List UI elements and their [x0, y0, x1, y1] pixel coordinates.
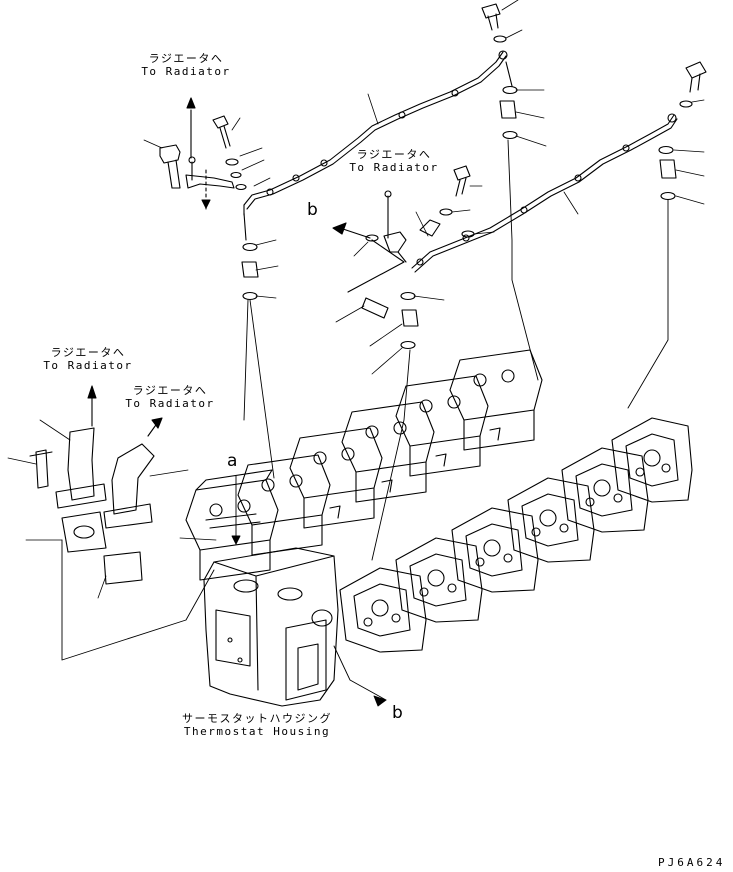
radiator-label-1-en: To Radiator	[141, 65, 231, 78]
left-small-parts	[159, 115, 259, 301]
callout-b-top: b	[307, 200, 318, 220]
radiator-label-2-en: To Radiator	[349, 161, 439, 174]
upper-right-parts-column-2	[658, 61, 707, 201]
thermostat-housing-label-ja: サーモスタットハウジング	[182, 712, 332, 725]
radiator-label-4: ラジエータへ To Radiator	[120, 384, 220, 410]
middle-bracket	[332, 165, 475, 350]
radiator-label-2: ラジエータへ To Radiator	[344, 148, 444, 174]
radiator-label-3: ラジエータへ To Radiator	[38, 346, 138, 372]
radiator-label-1: ラジエータへ To Radiator	[136, 52, 236, 78]
thermostat-housing	[203, 547, 339, 707]
grouping-lines	[61, 475, 387, 707]
radiator-label-3-en: To Radiator	[43, 359, 133, 372]
radiator-label-3-ja: ラジエータへ	[50, 346, 126, 359]
radiator-pipes-left	[29, 385, 163, 585]
radiator-label-2-ja: ラジエータへ	[356, 148, 432, 161]
upper-right-parts-column-1	[481, 3, 518, 140]
callout-a: a	[227, 451, 238, 471]
drawing-code: PJ6A624	[658, 856, 726, 869]
radiator-label-1-ja: ラジエータへ	[148, 52, 224, 65]
lower-row-heads	[339, 417, 693, 653]
callout-b-bottom: b	[392, 703, 403, 723]
upper-right-tube	[411, 113, 678, 273]
radiator-label-4-ja: ラジエータへ	[132, 384, 208, 397]
thermostat-housing-label: サーモスタットハウジング Thermostat Housing	[176, 712, 338, 738]
connection-lines	[243, 139, 669, 561]
leader-lines	[7, 0, 705, 599]
upper-left-tube	[243, 50, 508, 210]
upper-row-heads	[185, 349, 543, 581]
left-bracket	[185, 97, 235, 211]
thermostat-housing-label-en: Thermostat Housing	[183, 725, 331, 738]
radiator-label-4-en: To Radiator	[125, 397, 215, 410]
